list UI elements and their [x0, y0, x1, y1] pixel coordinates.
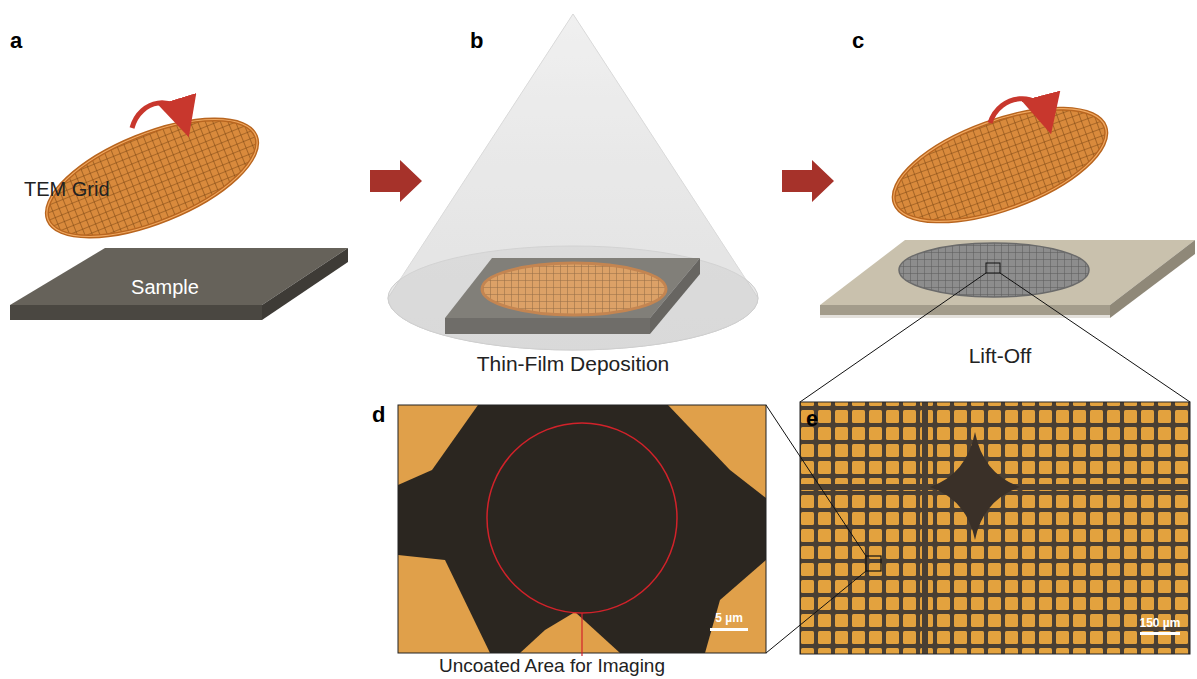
deposition-cone — [388, 14, 758, 350]
process-arrow — [370, 160, 422, 202]
panel-letter: a — [10, 28, 22, 53]
tem-grid — [880, 85, 1121, 244]
panel-letter: c — [852, 28, 864, 53]
coated-sample — [820, 240, 1195, 318]
scale-bar-label: 150 µm — [1140, 617, 1181, 631]
micrograph-closeup — [398, 405, 766, 656]
part-label: TEM Grid — [24, 178, 110, 201]
scale-bar-label: 5 µm — [715, 612, 743, 626]
process-arrow — [782, 160, 834, 202]
step-label: Thin-Film Deposition — [477, 352, 670, 376]
panel-letter: b — [470, 28, 483, 53]
tem-grid — [32, 95, 273, 261]
flip-arrow — [990, 99, 1046, 123]
callout-label: Uncoated Area for Imaging — [439, 655, 665, 677]
part-label: Sample — [131, 276, 199, 299]
panel-letter: d — [372, 402, 385, 427]
zoom-line — [800, 273, 1190, 402]
step-label: Lift-Off — [969, 344, 1032, 368]
panel-letter: e — [806, 406, 818, 431]
micrograph-overview — [800, 402, 1190, 654]
sample-slab — [10, 248, 348, 320]
flip-arrow — [132, 103, 183, 128]
zoom-line — [766, 405, 866, 653]
